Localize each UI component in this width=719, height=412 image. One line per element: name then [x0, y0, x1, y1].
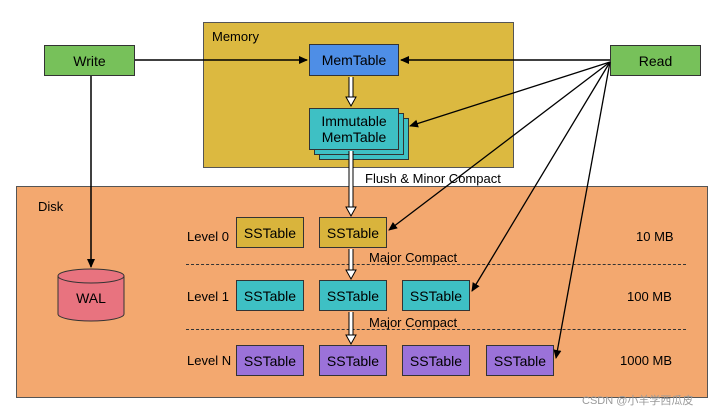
level-divider-2: [186, 329, 686, 330]
level-divider-1: [186, 264, 686, 265]
level-n-size: 1000 MB: [620, 353, 673, 368]
immutable-memtable-node: Immutable MemTable: [309, 108, 399, 150]
major-compact-label-1: Major Compact: [369, 250, 458, 265]
watermark-text: CSDN @小羊学西瓜皮: [582, 395, 694, 407]
sstable-l1-1: SSTable: [236, 280, 304, 311]
level-0-size: 10 MB: [636, 229, 674, 244]
read-node: Read: [610, 45, 701, 76]
flush-minor-compact-label: Flush & Minor Compact: [365, 171, 501, 186]
disk-label: Disk: [38, 199, 64, 214]
write-node: Write: [44, 45, 135, 76]
sstable-l0-2: SSTable: [319, 217, 387, 248]
sstable-ln-1: SSTable: [236, 345, 304, 376]
wal-cylinder-icon: [57, 268, 125, 322]
immutable-label-line2: MemTable: [321, 129, 387, 145]
sstable-ln-2: SSTable: [319, 345, 387, 376]
major-compact-label-2: Major Compact: [369, 315, 458, 330]
sstable-ln-3: SSTable: [402, 345, 470, 376]
immutable-label-line1: Immutable: [321, 113, 387, 129]
wal-label: WAL: [76, 290, 106, 306]
memtable-node: MemTable: [309, 44, 399, 76]
memory-label: Memory: [212, 29, 259, 44]
sstable-ln-4: SSTable: [486, 345, 554, 376]
sstable-l1-2: SSTable: [319, 280, 387, 311]
level-1-size: 100 MB: [627, 289, 672, 304]
level-0-label: Level 0: [187, 229, 229, 244]
sstable-l1-3: SSTable: [402, 280, 470, 311]
level-1-label: Level 1: [187, 289, 229, 304]
sstable-l0-1: SSTable: [236, 217, 304, 248]
level-n-label: Level N: [187, 353, 232, 368]
